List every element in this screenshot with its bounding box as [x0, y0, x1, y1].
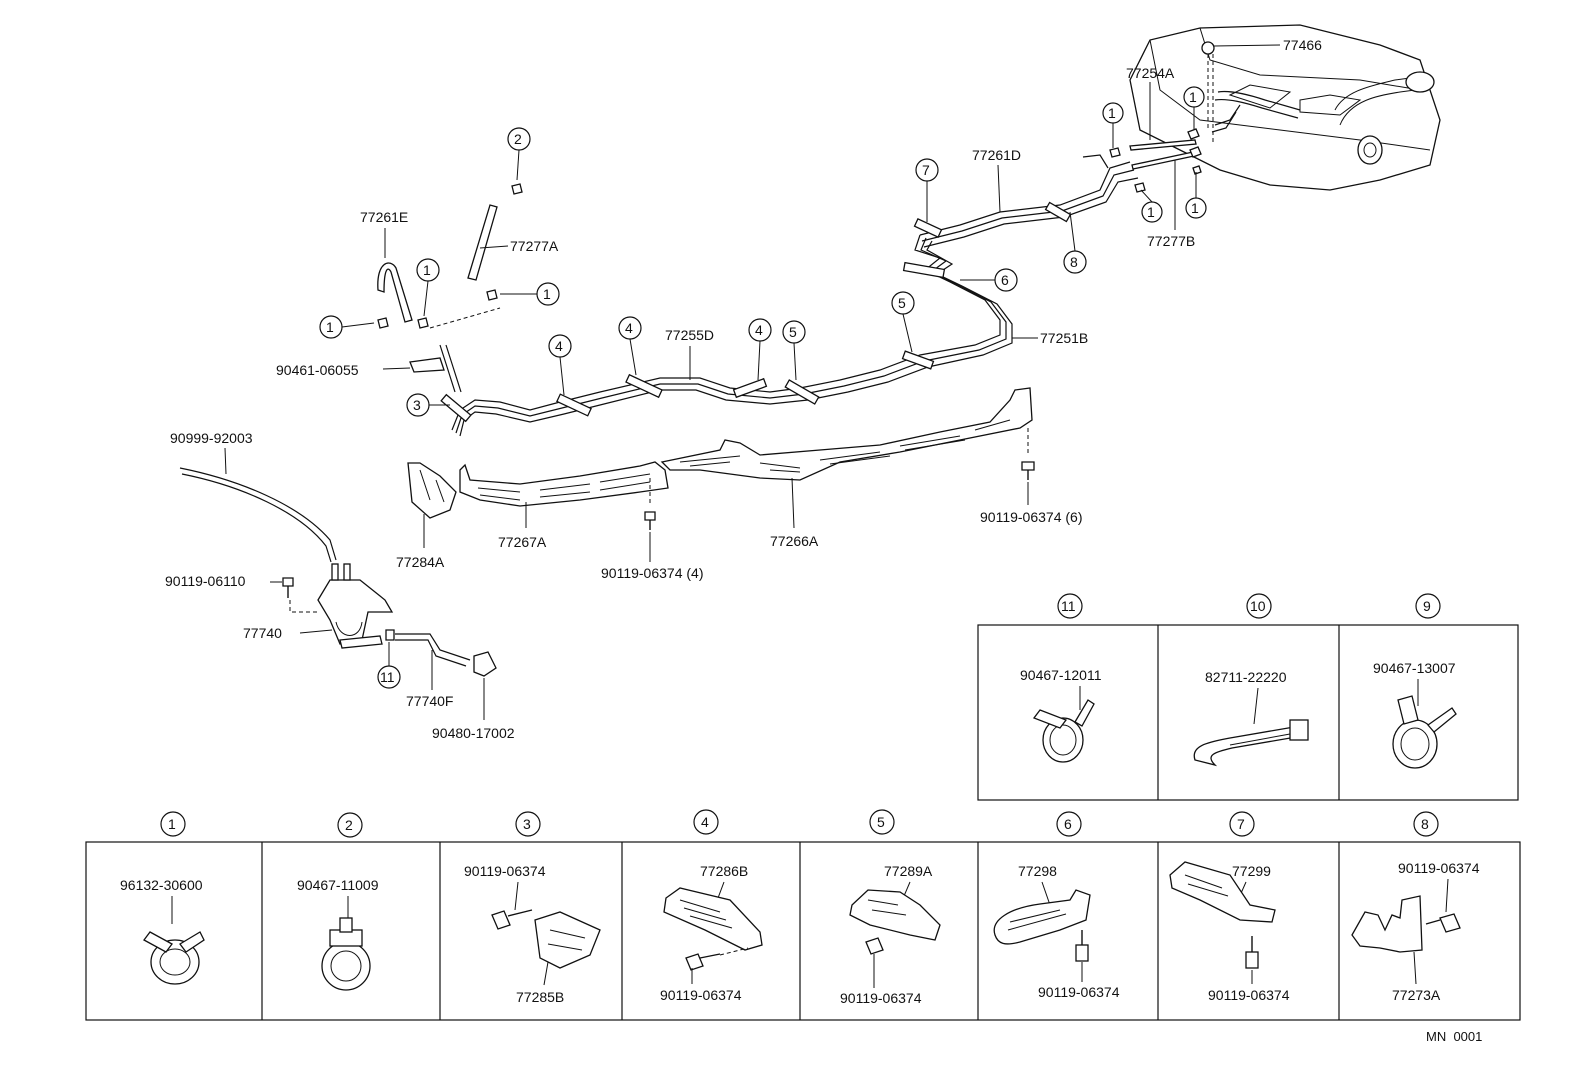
panel-part-90119-06374: 90119-06374 — [464, 863, 546, 879]
label-90480-17002: 90480-17002 — [432, 725, 515, 741]
detail-panel-lower: 1 96132-30600 2 90467-11009 3 90119-0637… — [85, 809, 1521, 1021]
label-90119-06374-4: 90119-06374 (4) — [601, 565, 703, 581]
fuel-tank — [1129, 24, 1441, 191]
panel-part-90119-06374-c5: 90119-06374 — [840, 990, 922, 1006]
clamp-77299 — [1169, 861, 1276, 969]
clip-90467-13007 — [1392, 695, 1457, 769]
label-77277A: 77277A — [510, 238, 559, 254]
panel-part-77299: 77299 — [1232, 863, 1271, 879]
callout-8: 8 — [1070, 254, 1078, 270]
callout-1: 1 — [1189, 89, 1197, 105]
callout-11: 11 — [380, 669, 395, 685]
clip-90467-11009 — [321, 917, 371, 991]
panel-part-96132-30600: 96132-30600 — [120, 877, 203, 893]
callout-1: 1 — [423, 262, 431, 278]
label-77261D: 77261D — [972, 147, 1021, 163]
panel-num-3: 3 — [523, 816, 531, 832]
callout-1: 1 — [326, 319, 334, 335]
label-77740F: 77740F — [406, 693, 453, 709]
label-77466: 77466 — [1283, 37, 1322, 53]
panel-part-77273A: 77273A — [1392, 987, 1441, 1003]
label-77740: 77740 — [243, 625, 282, 641]
clamp-77286B — [663, 887, 763, 971]
panel-num-9: 9 — [1423, 598, 1431, 614]
clamp-77285B — [491, 909, 601, 969]
panel-num-8: 8 — [1421, 816, 1429, 832]
fuel-line-77261D — [919, 154, 1139, 248]
clip-96132-30600 — [143, 931, 205, 985]
label-77266A: 77266A — [770, 533, 819, 549]
panel-part-77286B: 77286B — [700, 863, 748, 879]
callout-1: 1 — [1147, 204, 1155, 220]
panel-part-90119-06374-c8: 90119-06374 — [1398, 860, 1480, 876]
panel-part-90467-11009: 90467-11009 — [297, 877, 379, 893]
protector-77267A — [459, 461, 669, 507]
panel-part-77289A: 77289A — [884, 863, 933, 879]
callout-4: 4 — [755, 322, 763, 338]
callout-5: 5 — [789, 324, 797, 340]
panel-num-7: 7 — [1237, 816, 1245, 832]
clamp-77289A — [849, 889, 941, 955]
panel-part-82711-22220: 82711-22220 — [1205, 669, 1287, 685]
panel-num-1: 1 — [168, 816, 176, 832]
panel-num-10: 10 — [1250, 598, 1266, 614]
charcoal-canister-77740 — [317, 563, 394, 649]
callout-5: 5 — [898, 295, 906, 311]
callout-1: 1 — [1191, 200, 1199, 216]
cable-tie-82711-22220 — [1193, 719, 1309, 767]
callout-3: 3 — [413, 397, 421, 413]
callout-1: 1 — [1108, 105, 1116, 121]
panel-part-90119-06374-c7: 90119-06374 — [1208, 987, 1290, 1003]
panel-part-90119-06374-c6: 90119-06374 — [1038, 984, 1120, 1000]
label-77261E: 77261E — [360, 209, 408, 225]
callout-7: 7 — [922, 162, 930, 178]
panel-part-90467-12011: 90467-12011 — [1020, 667, 1102, 683]
label-77284A: 77284A — [396, 554, 445, 570]
clip-90467-12011 — [1032, 699, 1095, 763]
callout-6: 6 — [1001, 272, 1009, 288]
label-77267A: 77267A — [498, 534, 547, 550]
label-77255D: 77255D — [665, 327, 714, 343]
panel-num-11: 11 — [1061, 598, 1076, 614]
label-90999-92003: 90999-92003 — [170, 430, 253, 446]
label-77251B: 77251B — [1040, 330, 1088, 346]
detail-panel-upper: 11 90467-12011 10 82711-22220 9 90467-13… — [977, 593, 1519, 801]
panel-part-90467-13007: 90467-13007 — [1373, 660, 1456, 676]
panel-num-4: 4 — [701, 814, 709, 830]
callout-4: 4 — [625, 320, 633, 336]
fuel-line-77251B — [451, 234, 1013, 437]
panel-num-6: 6 — [1064, 816, 1072, 832]
panel-part-77285B: 77285B — [516, 989, 564, 1005]
label-77277B: 77277B — [1147, 233, 1195, 249]
label-90461-06055: 90461-06055 — [276, 362, 359, 378]
panel-part-77298: 77298 — [1018, 863, 1057, 879]
protector-77266A — [660, 387, 1033, 481]
label-90119-06374-6: 90119-06374 (6) — [980, 509, 1082, 525]
callout-4: 4 — [555, 338, 563, 354]
clamp-77298 — [993, 889, 1091, 962]
panel-num-5: 5 — [877, 814, 885, 830]
footer-code: MN 0001 — [1426, 1029, 1482, 1044]
panel-num-2: 2 — [345, 817, 353, 833]
panel-part-90119-06374-c4: 90119-06374 — [660, 987, 742, 1003]
label-77254A: 77254A — [1126, 65, 1175, 81]
label-90119-06110: 90119-06110 — [165, 573, 246, 589]
clamp-77273A — [1351, 895, 1461, 953]
callout-1: 1 — [543, 286, 551, 302]
callout-2: 2 — [514, 131, 522, 147]
